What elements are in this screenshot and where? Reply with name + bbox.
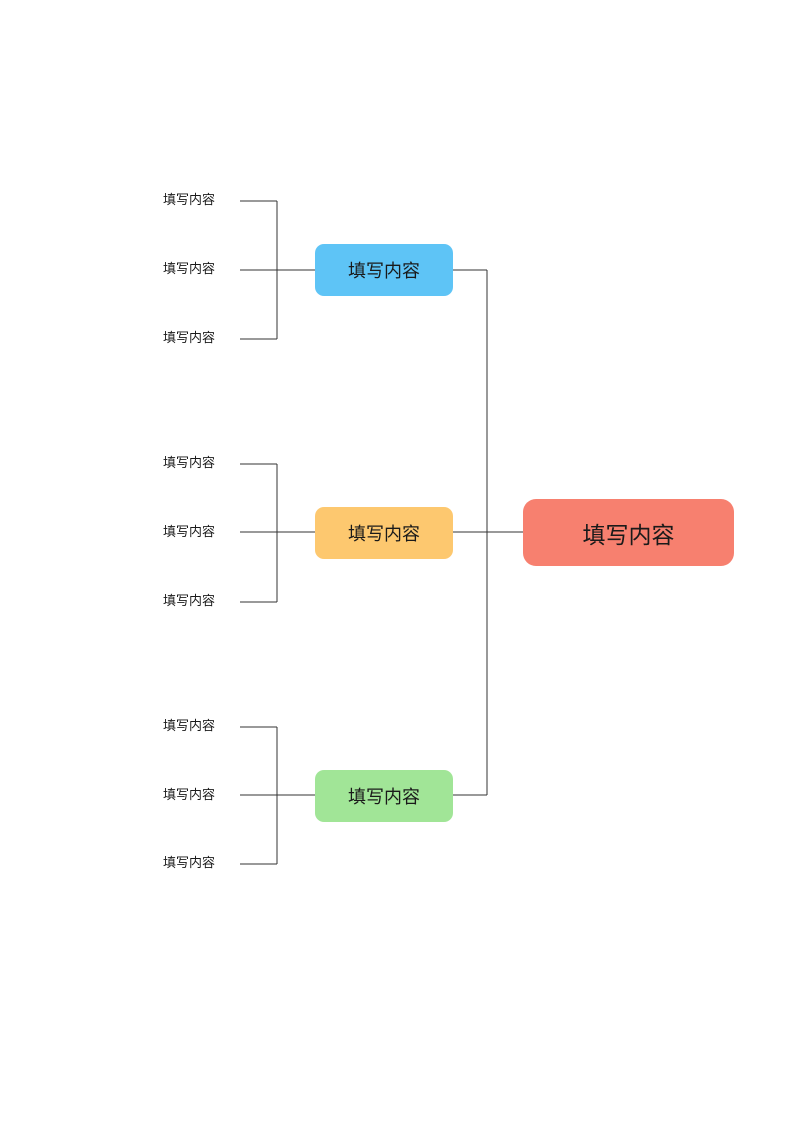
branch-node-3[interactable]: 填写内容 <box>315 770 453 822</box>
leaf-2-2[interactable]: 填写内容 <box>163 525 216 540</box>
branch-node-3-label: 填写内容 <box>348 787 420 808</box>
root-node[interactable]: 填写内容 <box>523 499 734 566</box>
leaf-1-1[interactable]: 填写内容 <box>163 193 216 208</box>
leaf-3-1[interactable]: 填写内容 <box>163 719 216 734</box>
leaf-1-3[interactable]: 填写内容 <box>163 331 216 346</box>
branch-node-1-label: 填写内容 <box>348 261 420 282</box>
branch-node-2[interactable]: 填写内容 <box>315 507 453 559</box>
leaf-3-2[interactable]: 填写内容 <box>163 788 216 803</box>
branch-node-2-label: 填写内容 <box>348 524 420 545</box>
leaf-2-1[interactable]: 填写内容 <box>163 456 216 471</box>
branch-node-1[interactable]: 填写内容 <box>315 244 453 296</box>
leaf-3-3[interactable]: 填写内容 <box>163 856 216 871</box>
leaf-2-3[interactable]: 填写内容 <box>163 594 216 609</box>
root-node-label: 填写内容 <box>582 522 675 549</box>
leaf-1-2[interactable]: 填写内容 <box>163 262 216 277</box>
